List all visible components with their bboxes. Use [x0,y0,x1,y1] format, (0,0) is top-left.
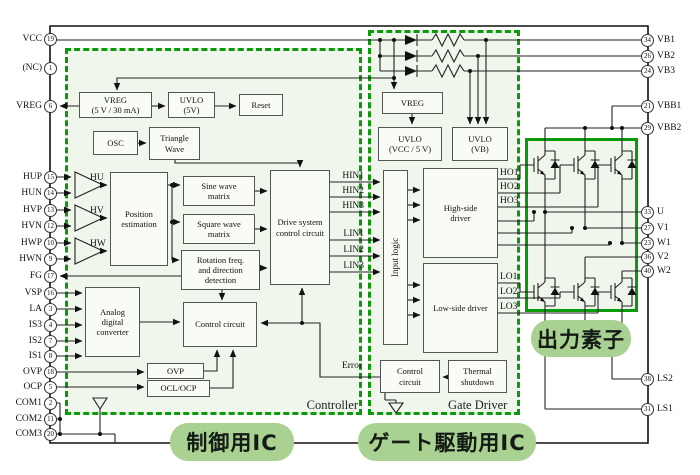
signal-lin2: LIN2 [343,245,364,255]
signal-ho1: HO1 [500,168,519,178]
signal-ho2: HO2 [500,182,519,192]
hall-comparators [74,171,105,265]
block-reset: Reset [239,94,283,116]
gate-driver-label: Gate Driver [448,398,508,412]
signal-lin3: LIN3 [343,261,364,271]
block-adc: Analog digital converter [85,287,140,357]
badge-controller-ic: 制御用IC [170,423,294,461]
output-stage-region [525,138,638,312]
block-position-estimation: Position estimation [110,172,168,266]
block-uvlo-vcc: UVLO (VCC / 5 V) [378,127,442,161]
block-control-circuit: Control circuit [183,302,257,347]
signal-error: Error [341,361,362,371]
signal-lin1: LIN1 [343,229,364,239]
block-vreg-main: VREG (5 V / 30 mA) [79,92,152,118]
hall-label-hu: HU [90,173,104,183]
block-sine-matrix: Sine wave matrix [183,176,255,206]
signal-lo2: LO2 [500,287,518,297]
pin-nc: (NC)1 [0,61,57,75]
badge-gate-driver-ic: ゲート駆動用IC [358,423,536,461]
block-ovp: OVP [147,363,204,379]
block-low-side-driver: Low-side driver [423,263,498,353]
signal-hin1: HIN1 [342,171,364,181]
block-vreg-gd: VREG [382,92,443,114]
block-thermal-shutdown: Thermal shutdown [448,360,507,393]
block-osc: OSC [93,131,138,155]
block-square-matrix: Square wave matrix [183,214,255,244]
block-high-side-driver: High-side driver [423,168,498,258]
block-rotation-detect: Rotation freq. and direction detection [181,250,260,290]
signal-hin3: HIN3 [342,201,364,211]
signal-ho3: HO3 [500,196,519,206]
signal-hin2: HIN2 [342,186,364,196]
controller-label: Controller [306,398,358,412]
signal-lo3: LO3 [500,302,518,312]
ground-icon [387,402,405,414]
block-input-logic: Input logic [383,170,408,345]
junction-dots [58,38,624,436]
ground-icon [91,397,109,411]
hall-label-hw: HW [90,239,106,249]
block-uvlo-vb: UVLO (VB) [452,127,508,161]
block-drive-system: Drive system control circuit [270,170,330,285]
bootstrap-diodes [405,34,418,77]
signal-lo1: LO1 [500,272,518,282]
block-ocl-ocp: OCL/OCP [147,380,210,397]
block-triangle-wave: Triangle Wave [149,127,200,160]
block-uvlo-5v: UVLO (5V) [168,92,215,118]
badge-output-devices: 出力素子 [531,320,631,357]
bootstrap-resistors [431,32,465,79]
hall-label-hv: HV [90,206,104,216]
block-control-circuit-gd: Control circuit [380,360,440,393]
